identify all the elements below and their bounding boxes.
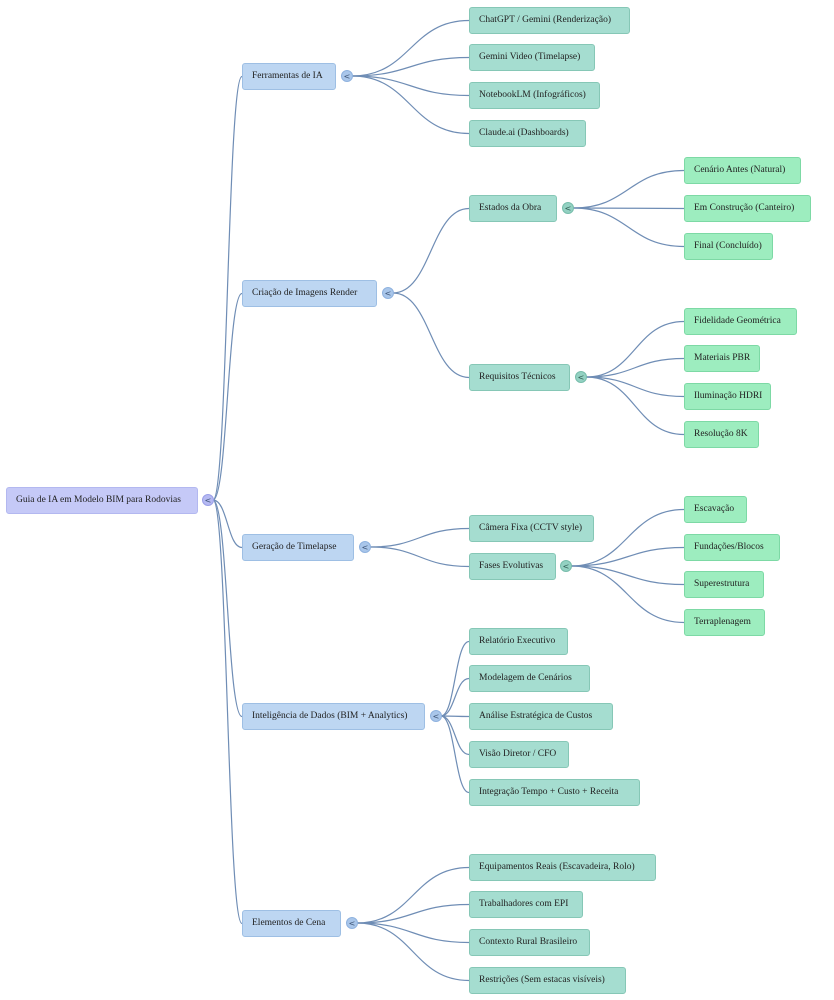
connector-line: [212, 499, 243, 718]
item-em-construcao[interactable]: Em Construção (Canteiro): [684, 195, 811, 222]
item-terraplenagem[interactable]: Terraplenagem: [684, 609, 765, 636]
connector-line: [351, 75, 470, 135]
connector-line: [570, 565, 685, 586]
connector-line: [356, 903, 470, 924]
connector-line: [212, 292, 243, 501]
connector-line: [392, 292, 470, 379]
branch-inteligencia-toggle[interactable]: <: [430, 710, 442, 722]
fases-evolutivas-toggle[interactable]: <: [560, 560, 572, 572]
item-gemini-video[interactable]: Gemini Video (Timelapse): [469, 44, 595, 71]
branch-inteligencia-dados[interactable]: Inteligência de Dados (BIM + Analytics): [242, 703, 425, 730]
item-final-concluido[interactable]: Final (Concluído): [684, 233, 773, 260]
connector-line: [570, 565, 685, 624]
connector-line: [585, 357, 685, 378]
branch-geracao-toggle[interactable]: <: [359, 541, 371, 553]
connector-line: [356, 922, 470, 944]
item-analise-estrategica[interactable]: Análise Estratégica de Custos: [469, 703, 613, 730]
connector-line: [570, 546, 685, 567]
connector-line: [351, 56, 470, 77]
estados-da-obra-toggle[interactable]: <: [562, 202, 574, 214]
item-estados-da-obra[interactable]: Estados da Obra: [469, 195, 557, 222]
item-trabalhadores-epi[interactable]: Trabalhadores com EPI: [469, 891, 583, 918]
branch-ferramentas-de-ia[interactable]: Ferramentas de IA: [242, 63, 336, 90]
requisitos-tecnicos-toggle[interactable]: <: [575, 371, 587, 383]
item-resolucao-8k[interactable]: Resolução 8K: [684, 421, 759, 448]
item-requisitos-tecnicos[interactable]: Requisitos Técnicos: [469, 364, 570, 391]
connector-line: [351, 75, 470, 97]
connector-line: [572, 169, 685, 209]
connector-line: [585, 376, 685, 436]
root-collapse-toggle[interactable]: <: [202, 494, 214, 506]
root-node[interactable]: Guia de IA em Modelo BIM para Rodovias: [6, 487, 198, 514]
item-camera-fixa[interactable]: Câmera Fixa (CCTV style): [469, 515, 594, 542]
item-claude-ai[interactable]: Claude.ai (Dashboards): [469, 120, 586, 147]
item-modelagem-cenarios[interactable]: Modelagem de Cenários: [469, 665, 590, 692]
connector-line: [212, 499, 243, 925]
item-fidelidade-geometrica[interactable]: Fidelidade Geométrica: [684, 308, 797, 335]
connector-line: [585, 320, 685, 378]
branch-elementos-cena[interactable]: Elementos de Cena: [242, 910, 341, 937]
branch-elementos-toggle[interactable]: <: [346, 917, 358, 929]
connector-line: [356, 866, 470, 924]
item-iluminacao-hdri[interactable]: Iluminação HDRI: [684, 383, 771, 410]
item-materiais-pbr[interactable]: Materiais PBR: [684, 345, 760, 372]
item-integracao-tempo-custo-receita[interactable]: Integração Tempo + Custo + Receita: [469, 779, 640, 806]
item-visao-diretor-cfo[interactable]: Visão Diretor / CFO: [469, 741, 569, 768]
connector-line: [356, 922, 470, 982]
item-fundacoes-blocos[interactable]: Fundações/Blocos: [684, 534, 780, 561]
connector-line: [572, 207, 685, 248]
connector-line: [570, 508, 685, 567]
connector-line: [440, 715, 470, 756]
connector-line: [440, 640, 470, 717]
item-equipamentos-reais[interactable]: Equipamentos Reais (Escavadeira, Rolo): [469, 854, 656, 881]
item-fases-evolutivas[interactable]: Fases Evolutivas: [469, 553, 556, 580]
branch-criacao-imagens-render[interactable]: Criação de Imagens Render: [242, 280, 377, 307]
connector-line: [572, 207, 685, 210]
item-cenario-antes[interactable]: Cenário Antes (Natural): [684, 157, 801, 184]
connector-line: [440, 715, 470, 718]
connector-line: [212, 75, 243, 501]
item-chatgpt-gemini[interactable]: ChatGPT / Gemini (Renderização): [469, 7, 630, 34]
item-superestrutura[interactable]: Superestrutura: [684, 571, 764, 598]
item-notebooklm[interactable]: NotebookLM (Infográficos): [469, 82, 600, 109]
connector-line: [369, 527, 470, 548]
connector-line: [440, 677, 470, 717]
item-relatorio-executivo[interactable]: Relatório Executivo: [469, 628, 568, 655]
branch-geracao-timelapse[interactable]: Geração de Timelapse: [242, 534, 354, 561]
connector-line: [585, 376, 685, 398]
item-escavacao[interactable]: Escavação: [684, 496, 747, 523]
item-contexto-rural[interactable]: Contexto Rural Brasileiro: [469, 929, 590, 956]
connector-line: [369, 546, 470, 568]
item-restricoes[interactable]: Restrições (Sem estacas visíveis): [469, 967, 626, 994]
branch-criacao-toggle[interactable]: <: [382, 287, 394, 299]
connector-line: [351, 19, 470, 77]
connector-line: [212, 499, 243, 549]
connector-line: [440, 715, 470, 794]
branch-ferramentas-toggle[interactable]: <: [341, 70, 353, 82]
connector-line: [392, 207, 470, 294]
